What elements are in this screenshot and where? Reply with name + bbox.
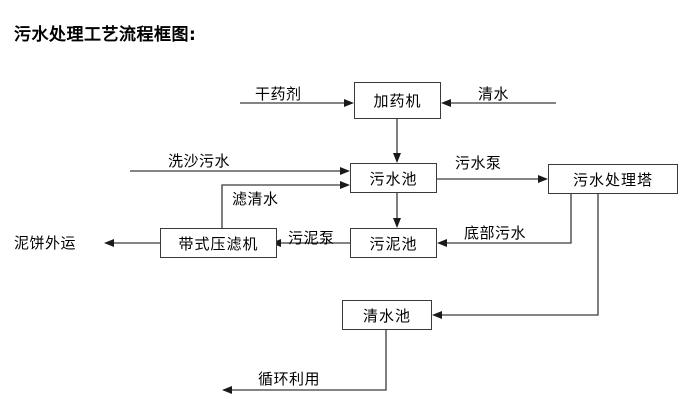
edge-label-recycle-use: 循环利用 [258,370,321,388]
edge-label-sludge-pump: 污泥泵 [288,229,335,247]
page-title: 污水处理工艺流程框图: [14,25,197,45]
node-sewage-pool[interactable]: 污水池 [350,163,437,193]
node-label: 带式压滤机 [178,234,259,253]
node-label: 污泥池 [369,234,418,253]
node-label: 清水池 [362,306,411,325]
node-sewage-treatment-tower[interactable]: 污水处理塔 [548,164,678,194]
node-sludge-pool[interactable]: 污泥池 [350,228,437,258]
node-clean-water-pool[interactable]: 清水池 [342,300,432,330]
edge-label-clean-water-in: 清水 [478,85,510,103]
edge-label-mud-cake-output: 泥饼外运 [14,234,77,252]
edge-label-sewage-pump: 污水泵 [455,154,502,172]
node-label: 加药机 [373,92,422,110]
edge-label-sand-washing-sewage: 洗沙污水 [168,152,231,170]
node-label: 污水处理塔 [572,170,653,189]
node-dosing-machine[interactable]: 加药机 [354,82,441,119]
edge-label-filtered-clear-water: 滤清水 [232,190,279,208]
node-label: 污水池 [369,169,418,188]
node-belt-filter-press[interactable]: 带式压滤机 [160,228,277,258]
edge-label-bottom-sewage: 底部污水 [464,224,527,242]
edge-label-dry-reagent: 干药剂 [255,85,302,103]
